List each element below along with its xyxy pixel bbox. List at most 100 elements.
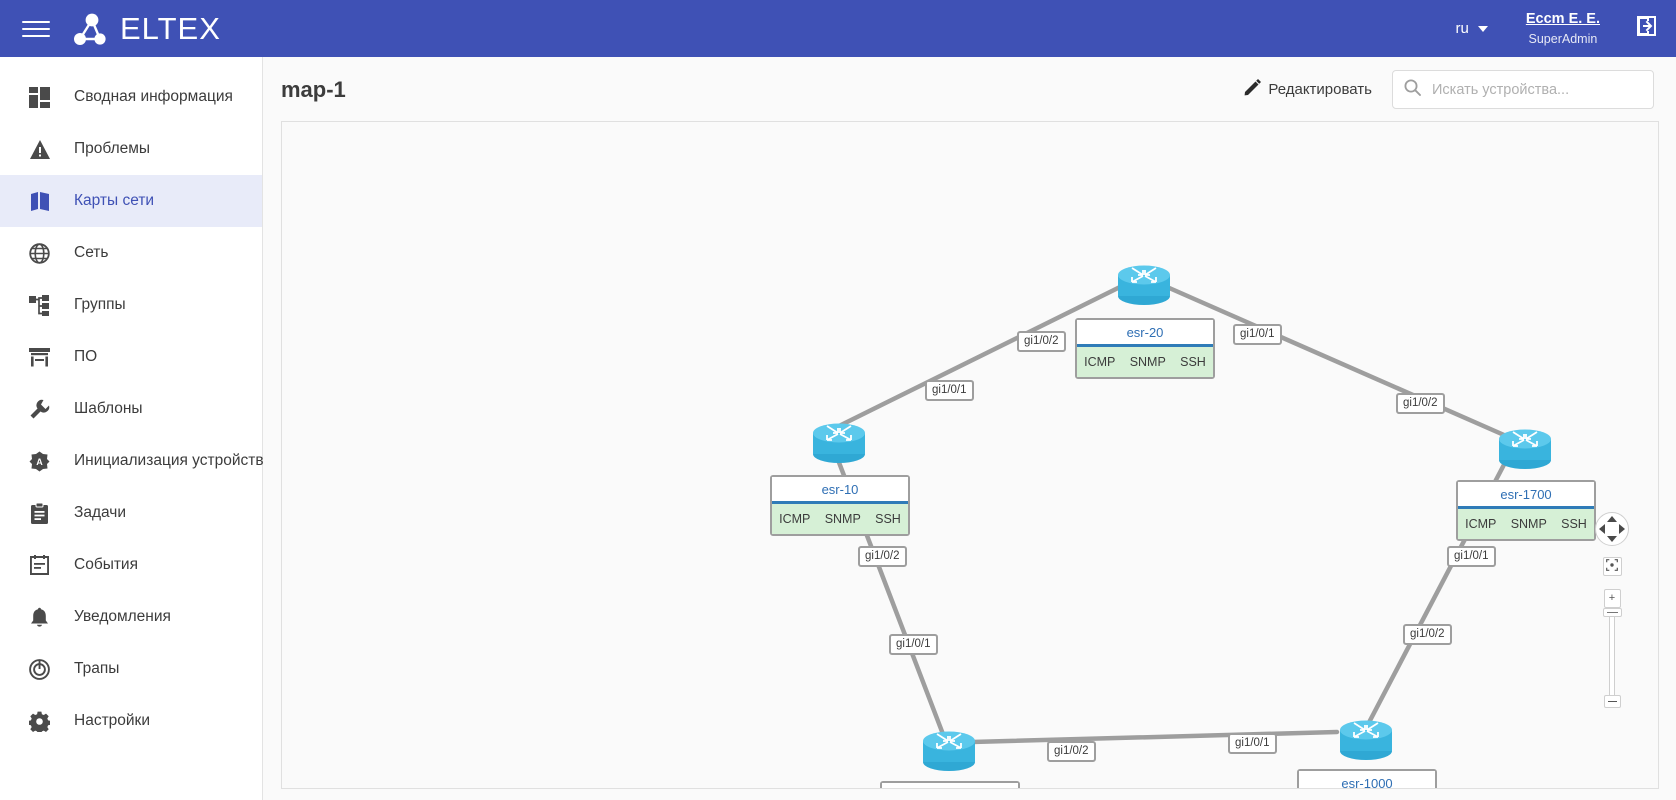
zoom-out-button[interactable]	[1603, 695, 1621, 708]
link-interface-label[interactable]: gi1/0/1	[1233, 324, 1282, 345]
language-label: ru	[1455, 20, 1469, 37]
link-interface-label[interactable]: gi1/0/2	[1403, 624, 1452, 645]
sidebar-item-summary[interactable]: Сводная информация	[0, 71, 262, 123]
page-header: map-1 Редактировать	[263, 57, 1676, 122]
page-toolbar: Редактировать	[1244, 70, 1654, 109]
hamburger-icon[interactable]	[22, 18, 50, 40]
sidebar-item-label: Шаблоны	[74, 400, 143, 417]
language-selector[interactable]: ru	[1444, 20, 1500, 37]
sidebar-item-groups[interactable]: Группы	[0, 279, 262, 331]
node-card-esr-20[interactable]: esr-20 ICMP SNMP SSH	[1075, 318, 1215, 379]
link-interface-label[interactable]: gi1/0/2	[1396, 393, 1445, 414]
service-badge-icmp[interactable]: ICMP	[1084, 355, 1116, 369]
fit-to-screen-icon	[1606, 559, 1618, 574]
link-esr100-esr1000	[969, 729, 1340, 745]
zoom-slider[interactable]: +	[1602, 589, 1622, 708]
sidebar-item-settings[interactable]: Настройки	[0, 695, 262, 747]
store-icon	[28, 346, 51, 369]
page-title: map-1	[281, 76, 346, 102]
brand-logo[interactable]: ELTEX	[72, 12, 221, 46]
node-name: esr-20	[1077, 320, 1213, 347]
sidebar-item-notifications[interactable]: Уведомления	[0, 591, 262, 643]
minus-icon	[1607, 701, 1617, 702]
sidebar-item-label: Инициализация устройств	[74, 452, 264, 469]
eltex-molecule-icon	[72, 12, 112, 46]
bell-icon	[28, 606, 51, 629]
sidebar-item-templates[interactable]: Шаблоны	[0, 383, 262, 435]
sidebar-item-traps[interactable]: Трапы	[0, 643, 262, 695]
network-map-canvas[interactable]: esr-20 ICMP SNMP SSH	[281, 121, 1659, 789]
sidebar-item-label: Группы	[74, 296, 126, 313]
zoom-in-button[interactable]: +	[1603, 589, 1621, 608]
sidebar-item-network[interactable]: Сеть	[0, 227, 262, 279]
node-name: esr-10	[772, 477, 908, 504]
router-icon-esr-10[interactable]	[811, 421, 867, 465]
link-interface-label[interactable]: gi1/0/2	[1017, 331, 1066, 352]
node-card-esr-100[interactable]: esr-100 ICMP SNMP SSH	[880, 781, 1020, 788]
main-content: map-1 Редактировать	[263, 57, 1676, 800]
logout-icon	[1634, 14, 1658, 43]
map-controls: +	[1595, 512, 1629, 708]
service-badge-ssh[interactable]: SSH	[1180, 355, 1206, 369]
router-icon-esr-1700[interactable]	[1497, 427, 1553, 471]
brand-name: ELTEX	[120, 11, 221, 46]
link-interface-label[interactable]: gi1/0/1	[889, 634, 938, 655]
node-name: esr-100	[882, 783, 1018, 788]
pan-left-arrow-icon[interactable]	[1599, 524, 1605, 534]
sidebar-item-label: События	[74, 556, 138, 573]
service-badge-snmp[interactable]: SNMP	[824, 512, 861, 526]
service-badge-ssh[interactable]: SSH	[875, 512, 901, 526]
sidebar-item-network-maps[interactable]: Карты сети	[0, 175, 262, 227]
router-icon-esr-1000[interactable]	[1338, 718, 1394, 762]
user-role: SuperAdmin	[1528, 31, 1598, 46]
zoom-slider-handle[interactable]	[1602, 608, 1622, 617]
service-badge-snmp[interactable]: SNMP	[1510, 517, 1547, 531]
node-card-esr-1700[interactable]: esr-1700 ICMP SNMP SSH	[1456, 480, 1596, 541]
sitemap-icon	[28, 294, 51, 317]
sidebar-item-problems[interactable]: Проблемы	[0, 123, 262, 175]
search-input[interactable]	[1430, 80, 1642, 99]
service-badge-icmp[interactable]: ICMP	[1465, 517, 1497, 531]
sidebar-item-label: Трапы	[74, 660, 120, 677]
link-esr10-esr20	[832, 284, 1123, 431]
edit-map-button[interactable]: Редактировать	[1244, 79, 1372, 100]
fit-to-screen-button[interactable]	[1602, 557, 1622, 576]
warning-triangle-icon	[28, 138, 51, 161]
link-interface-label[interactable]: gi1/0/1	[1228, 733, 1277, 754]
sidebar-item-label: Задачи	[74, 504, 127, 521]
node-card-esr-1000[interactable]: esr-1000 ICMP SNMP SSH	[1297, 769, 1437, 788]
node-services: ICMP SNMP SSH	[1077, 347, 1213, 377]
service-badge-ssh[interactable]: SSH	[1561, 517, 1587, 531]
pan-down-arrow-icon[interactable]	[1607, 536, 1617, 542]
node-name: esr-1000	[1299, 771, 1435, 788]
sidebar-item-events[interactable]: События	[0, 539, 262, 591]
pan-control-icon[interactable]	[1595, 512, 1629, 546]
header-right-tools: ru Eccm E. E. SuperAdmin	[1444, 0, 1676, 57]
logout-button[interactable]	[1626, 14, 1658, 43]
sidebar-item-label: Проблемы	[74, 140, 151, 157]
router-icon-esr-100[interactable]	[921, 729, 977, 773]
sidebar-item-label: ПО	[74, 348, 98, 365]
pan-up-arrow-icon[interactable]	[1607, 516, 1617, 522]
wrench-icon	[28, 398, 51, 421]
link-interface-label[interactable]: gi1/0/2	[1047, 741, 1096, 762]
device-search-box[interactable]	[1392, 70, 1654, 109]
router-icon-esr-20[interactable]	[1116, 263, 1172, 307]
node-services: ICMP SNMP SSH	[1458, 509, 1594, 539]
sidebar-item-tasks[interactable]: Задачи	[0, 487, 262, 539]
zoom-slider-track[interactable]	[1609, 617, 1615, 695]
node-card-esr-10[interactable]: esr-10 ICMP SNMP SSH	[770, 475, 910, 536]
svg-text:A: A	[36, 457, 43, 467]
service-badge-snmp[interactable]: SNMP	[1129, 355, 1166, 369]
link-interface-label[interactable]: gi1/0/1	[1447, 546, 1496, 567]
edit-map-label: Редактировать	[1268, 81, 1372, 98]
service-badge-icmp[interactable]: ICMP	[779, 512, 811, 526]
user-name[interactable]: Eccm E. E.	[1525, 10, 1600, 27]
user-menu[interactable]: Eccm E. E. SuperAdmin	[1500, 10, 1626, 48]
sidebar-item-software[interactable]: ПО	[0, 331, 262, 383]
link-interface-label[interactable]: gi1/0/1	[925, 380, 974, 401]
sidebar-item-device-init[interactable]: A Инициализация устройств	[0, 435, 264, 487]
pan-right-arrow-icon[interactable]	[1619, 524, 1625, 534]
link-interface-label[interactable]: gi1/0/2	[858, 546, 907, 567]
node-services: ICMP SNMP SSH	[772, 504, 908, 534]
